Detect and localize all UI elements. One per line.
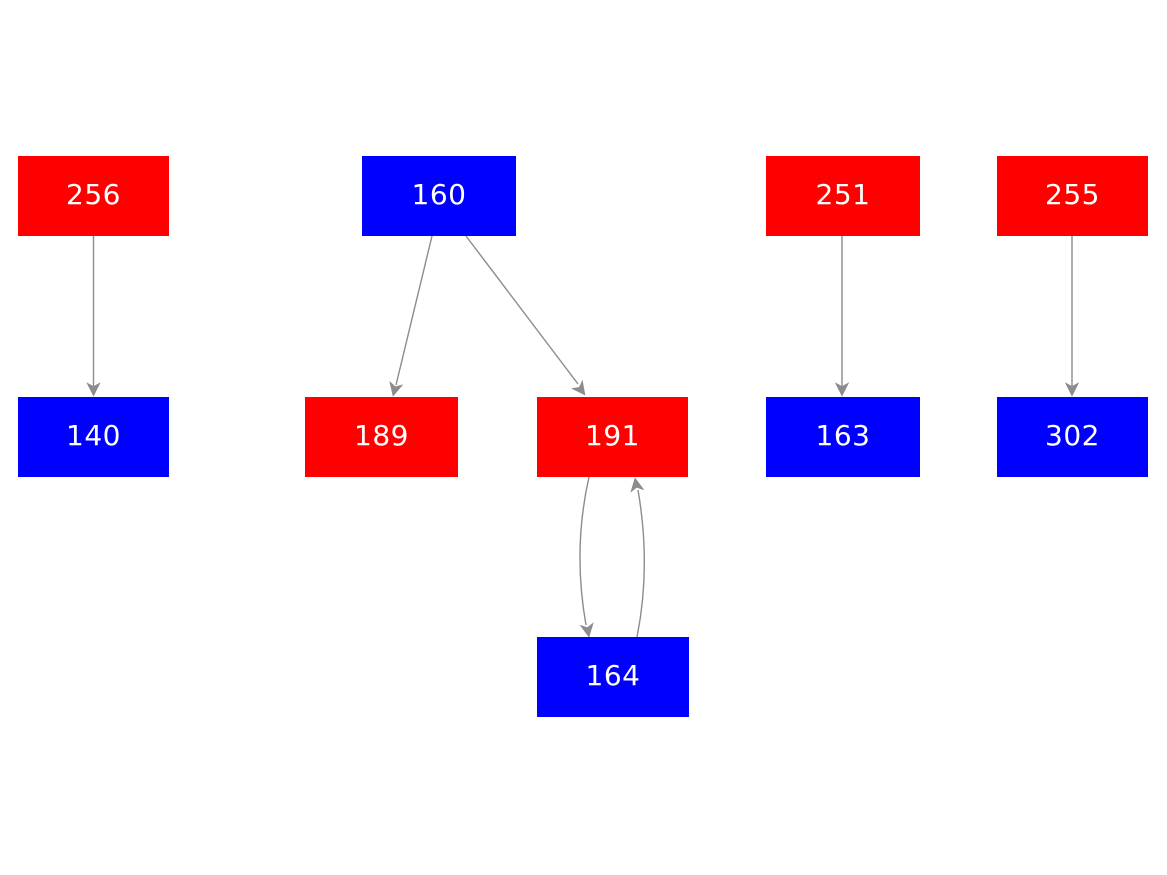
graph-edge-160-to-191 [465, 235, 586, 396]
graph-node-140[interactable]: 140 [18, 397, 169, 477]
arrow-head-icon [1064, 382, 1080, 397]
graph-node-label: 160 [411, 178, 467, 211]
graph-node-label: 140 [66, 419, 121, 452]
graph-edge-256-to-140 [86, 236, 101, 397]
graph-node-label: 164 [585, 659, 641, 692]
graph-node-256[interactable]: 256 [18, 156, 169, 236]
graph-edge-251-to-163 [834, 236, 850, 397]
arrow-head-icon [86, 382, 101, 397]
graph-node-label: 255 [1045, 178, 1100, 211]
graph-node-label: 189 [354, 419, 409, 452]
graph-node-label: 163 [815, 419, 871, 452]
arrow-head-icon [834, 382, 850, 397]
graph-node-251[interactable]: 251 [766, 156, 920, 236]
arrow-head-icon [579, 622, 594, 638]
graph-node-163[interactable]: 163 [766, 397, 920, 477]
graph-node-label: 251 [815, 178, 871, 211]
graph-node-189[interactable]: 189 [305, 397, 458, 477]
graph-edge-255-to-302 [1064, 236, 1080, 397]
graph-node-302[interactable]: 302 [997, 397, 1148, 477]
graph-node-191[interactable]: 191 [537, 397, 688, 477]
arrow-head-icon [389, 380, 404, 397]
arrow-head-icon [630, 477, 645, 493]
graph-edge-191-to-164 [579, 476, 594, 638]
graph-edge-160-to-189 [389, 235, 433, 397]
graph-node-160[interactable]: 160 [362, 156, 516, 236]
graph-edge-164-to-191 [630, 477, 645, 638]
graph-node-255[interactable]: 255 [997, 156, 1148, 236]
graph-node-label: 191 [585, 419, 640, 452]
graph-node-label: 256 [66, 178, 121, 211]
graph-node-164[interactable]: 164 [537, 637, 689, 717]
graph-node-label: 302 [1045, 419, 1100, 452]
